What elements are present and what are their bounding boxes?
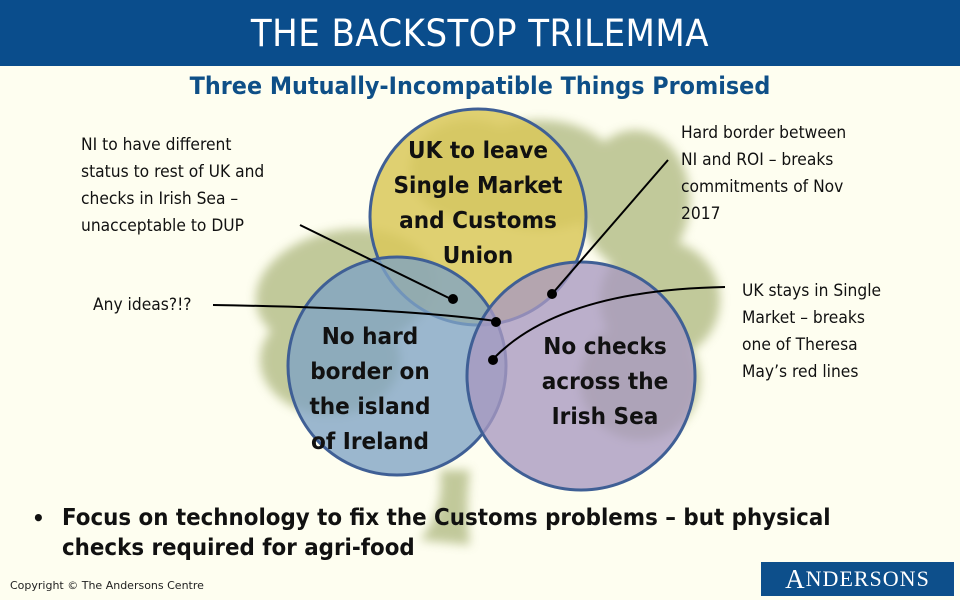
- circle-label-line: border on: [310, 359, 430, 385]
- annotation-line: commitments of Nov: [681, 177, 844, 196]
- circle-label-line: No checks: [543, 334, 667, 360]
- header-bar: THE BACKSTOP TRILEMMA: [0, 0, 960, 66]
- circle-label-left: No hard border on the island of Ireland: [300, 320, 441, 460]
- circle-label-line: and Customs: [399, 208, 557, 234]
- circle-label-line: UK to leave: [408, 138, 548, 164]
- circle-label-line: Single Market: [393, 173, 563, 199]
- slide-title: THE BACKSTOP TRILEMMA: [250, 11, 710, 55]
- annotation-ni-different-status: NI to have different status to rest of U…: [81, 131, 264, 239]
- annotation-hard-border: Hard border between NI and ROI – breaks …: [681, 119, 846, 227]
- circle-label-line: of Ireland: [310, 429, 430, 455]
- circle-label-line: Irish Sea: [551, 404, 659, 430]
- annotation-line: Any ideas?!?: [93, 295, 192, 314]
- circle-label-line: the island: [309, 394, 431, 420]
- annotation-line: UK stays in Single: [742, 281, 882, 300]
- annotation-line: Market – breaks: [742, 308, 865, 327]
- circle-label-line: No hard: [321, 324, 419, 350]
- annotation-line: Hard border between: [681, 123, 847, 142]
- circle-label-line: across the: [541, 369, 669, 395]
- leader-lines: [212, 159, 726, 360]
- annotation-line: May’s red lines: [742, 362, 859, 381]
- annotation-line: checks in Irish Sea –: [81, 189, 239, 208]
- copyright-notice: Copyright © The Andersons Centre: [10, 579, 204, 592]
- bullet-point: • Focus on technology to fix the Customs…: [32, 503, 932, 563]
- circle-label-top: UK to leave Single Market and Customs Un…: [393, 134, 562, 274]
- bullet-marker-icon: •: [32, 506, 45, 530]
- annotation-line: unacceptable to DUP: [81, 216, 244, 235]
- circle-label-line: Union: [442, 243, 514, 269]
- slide-subtitle: Three Mutually-Incompatible Things Promi…: [189, 72, 771, 100]
- annotation-any-ideas: Any ideas?!?: [93, 291, 192, 318]
- logo-rest: NDERSONS: [805, 566, 930, 591]
- annotation-uk-stays-single-market: UK stays in Single Market – breaks one o…: [742, 277, 881, 385]
- annotation-line: NI to have different: [81, 135, 232, 154]
- annotation-line: status to rest of UK and: [81, 162, 265, 181]
- bullet-text: Focus on technology to fix the Customs p…: [62, 505, 831, 561]
- logo-first-letter: A: [785, 563, 806, 594]
- leader-dots: [448, 289, 557, 365]
- annotation-line: one of Theresa: [742, 335, 858, 354]
- circle-label-right: No checks across the Irish Sea: [535, 330, 676, 435]
- annotation-line: NI and ROI – breaks: [681, 150, 834, 169]
- annotation-line: 2017: [681, 204, 721, 223]
